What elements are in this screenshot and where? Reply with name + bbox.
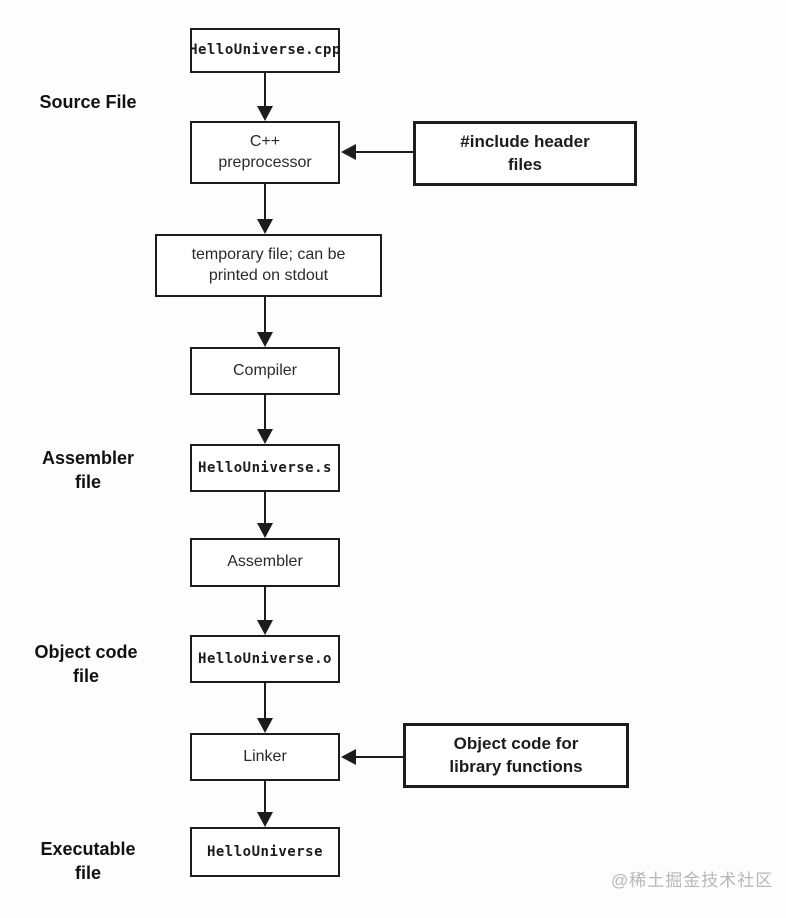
arrow-assemblyfile-to-assembler-icon [256,492,274,538]
node-assembler: Assembler [190,538,340,587]
arrow-assembler-to-objectfile-icon [256,587,274,635]
node-linker: Linker [190,733,340,781]
node-source-cpp: HelloUniverse.cpp [189,28,340,73]
stage-label-source-file: Source File [39,92,137,112]
node-temporary-file: temporary file; can be printed on stdout [155,234,382,297]
arrow-headers-to-preprocessor-icon [341,144,413,160]
arrow-compiler-to-assemblyfile-icon [256,395,274,444]
node-include-headers: #include header files [413,121,637,186]
node-object-file: HelloUniverse.o [190,635,340,683]
arrow-source-to-preprocessor-icon [256,73,274,121]
node-preprocessor: C++ preprocessor [190,121,340,184]
node-compiler: Compiler [190,347,340,395]
stage-label-assembler-file: Assembler file [41,448,135,492]
arrow-linker-to-executable-icon [256,781,274,827]
watermark-text: @稀土掘金技术社区 [611,871,774,890]
arrow-library-to-linker-icon [341,749,403,765]
arrow-objectfile-to-linker-icon [256,683,274,733]
node-assembly-file: HelloUniverse.s [190,444,340,492]
stage-label-object-code-file: Object code file [34,642,138,686]
arrow-preprocessor-to-tempfile-icon [256,184,274,234]
arrow-tempfile-to-compiler-icon [256,297,274,347]
stage-label-executable-file: Executable file [40,839,136,883]
node-executable: HelloUniverse [190,827,340,877]
node-library-objects: Object code for library functions [403,723,629,788]
